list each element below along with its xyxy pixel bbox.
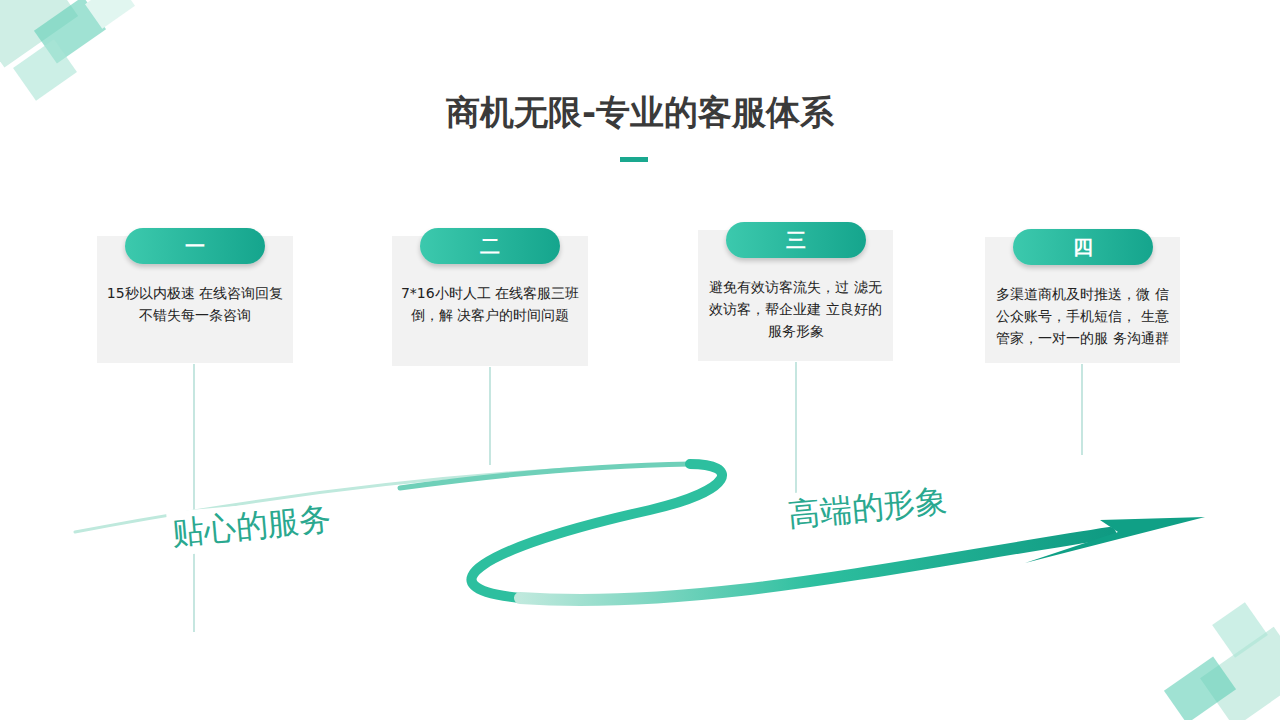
step-number: 一 bbox=[125, 228, 265, 264]
service-card: 二7*16小时人工 在线客服三班倒，解 决客户的时间问题 bbox=[392, 236, 588, 366]
card-text: 多渠道商机及时推送，微 信公众账号，手机短信， 生意管家，一对一的服 务沟通群 bbox=[985, 283, 1180, 349]
step-number: 四 bbox=[1013, 229, 1153, 265]
arrow-caption: 贴心的服务 bbox=[166, 497, 337, 555]
title-underline bbox=[620, 157, 648, 162]
step-number: 三 bbox=[726, 222, 866, 258]
service-card: 三避免有效访客流失，过 滤无效访客，帮企业建 立良好的服务形象 bbox=[698, 230, 893, 361]
arrow-caption: 高端的形象 bbox=[782, 479, 953, 537]
service-card: 四多渠道商机及时推送，微 信公众账号，手机短信， 生意管家，一对一的服 务沟通群 bbox=[985, 237, 1180, 363]
card-text: 避免有效访客流失，过 滤无效访客，帮企业建 立良好的服务形象 bbox=[698, 276, 893, 342]
service-card: 一15秒以内极速 在线咨询回复 不错失每一条咨询 bbox=[97, 236, 293, 363]
card-text: 15秒以内极速 在线咨询回复 不错失每一条咨询 bbox=[97, 282, 293, 326]
step-number: 二 bbox=[420, 228, 560, 264]
arrow-head bbox=[1025, 517, 1205, 563]
swoosh-arrow bbox=[75, 464, 1110, 600]
slide-title: 商机无限-专业的客服体系 bbox=[0, 90, 1280, 136]
card-text: 7*16小时人工 在线客服三班倒，解 决客户的时间问题 bbox=[392, 282, 588, 326]
corner-decoration bbox=[1164, 602, 1280, 720]
corner-decoration bbox=[0, 0, 135, 101]
